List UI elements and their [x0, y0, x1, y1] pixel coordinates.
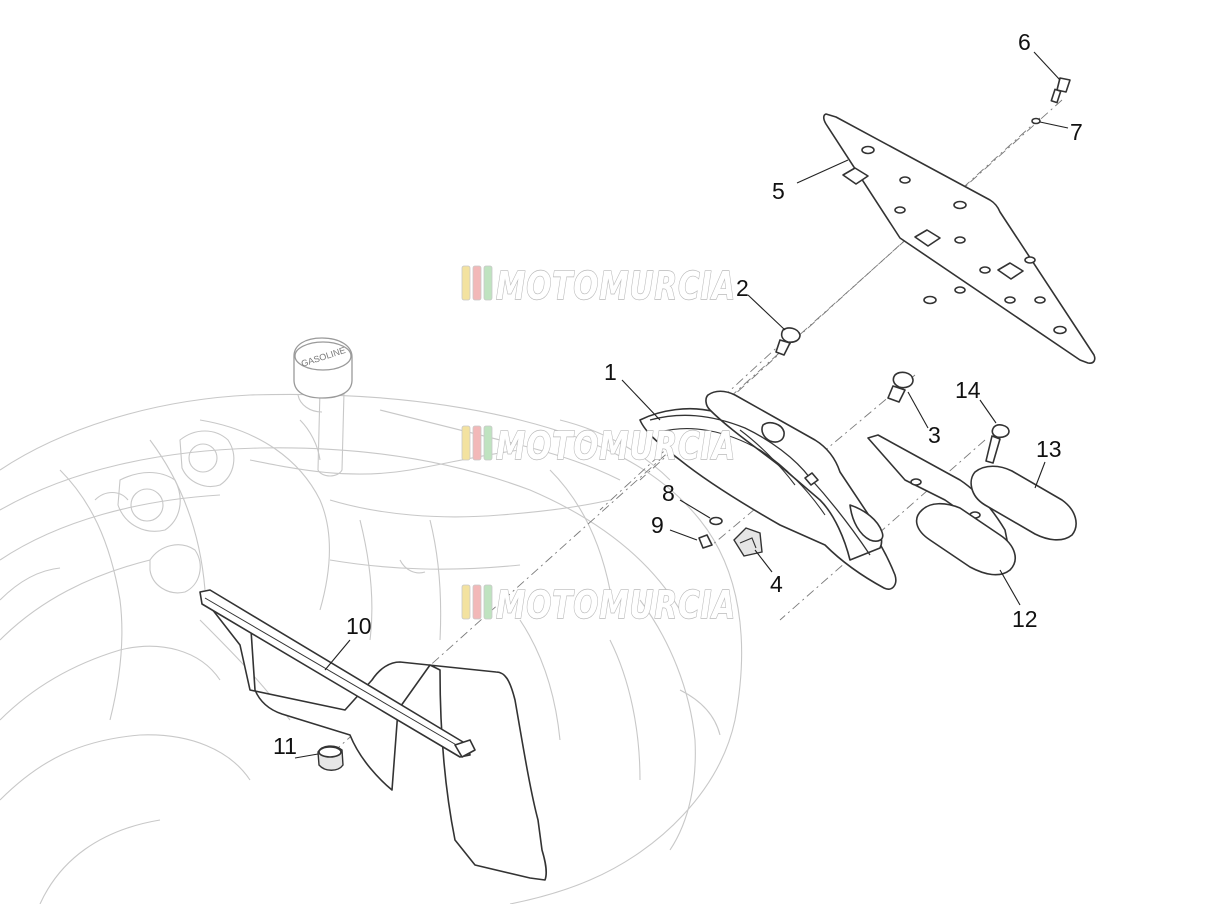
- leader-lines: [294, 51, 1069, 759]
- cover-panel-part-10: [199, 589, 548, 881]
- reflector-part-13: [970, 465, 1077, 541]
- watermark-bottom: MOTOMURCIA: [461, 582, 736, 628]
- callout-12: 12: [1012, 606, 1038, 632]
- callout-10: 10: [346, 613, 372, 639]
- watermark-stripe: [472, 265, 482, 301]
- screw-part-14: [985, 424, 1010, 464]
- callout-4: 4: [770, 571, 783, 597]
- screw-part-2: [775, 327, 801, 356]
- callout-3: 3: [928, 422, 941, 448]
- screw-part-3: [887, 371, 914, 403]
- license-plate-bracket: [639, 390, 897, 590]
- callout-7: 7: [1070, 119, 1083, 145]
- watermark-stripe: [472, 584, 482, 620]
- callout-14: 14: [955, 377, 981, 403]
- watermark-stripe: [483, 584, 493, 620]
- fuel-cap: GASOLINE: [293, 337, 353, 477]
- assembly-axes: [329, 99, 1063, 756]
- callout-2: 2: [736, 275, 749, 301]
- watermark-text: MOTOMURCIA: [496, 424, 736, 468]
- callout-5: 5: [772, 178, 785, 204]
- callout-1: 1: [604, 359, 617, 385]
- grommet-part-11: [317, 745, 344, 771]
- watermark-text: MOTOMURCIA: [496, 264, 736, 308]
- watermark-stripe: [472, 425, 482, 461]
- watermark-stripe: [461, 265, 471, 301]
- callout-6: 6: [1018, 29, 1031, 55]
- watermark-text: MOTOMURCIA: [496, 583, 736, 627]
- callout-13: 13: [1036, 436, 1062, 462]
- nut-part-8: [709, 516, 723, 526]
- washer-part-7: [1031, 117, 1041, 125]
- watermark-top: MOTOMURCIA: [461, 263, 736, 309]
- callout-11: 11: [273, 733, 297, 759]
- nut-part-9: [698, 534, 713, 549]
- callout-labels: 1 2 3 4 5 6 7 8 9 10 11 12 13 14: [273, 29, 1083, 759]
- callout-9: 9: [651, 512, 664, 538]
- watermark-stripe: [461, 584, 471, 620]
- scooter-rear-body-outline: [0, 393, 743, 904]
- watermark-middle: MOTOMURCIA: [461, 423, 736, 469]
- screw-part-6: [1050, 77, 1071, 104]
- clip-part-4: [733, 527, 763, 557]
- license-plate-holder: [822, 113, 1096, 364]
- light-bracket-part-12: [867, 434, 1016, 576]
- callout-8: 8: [662, 480, 675, 506]
- watermark-stripe: [461, 425, 471, 461]
- watermark-stripe: [483, 425, 493, 461]
- watermark-stripe: [483, 265, 493, 301]
